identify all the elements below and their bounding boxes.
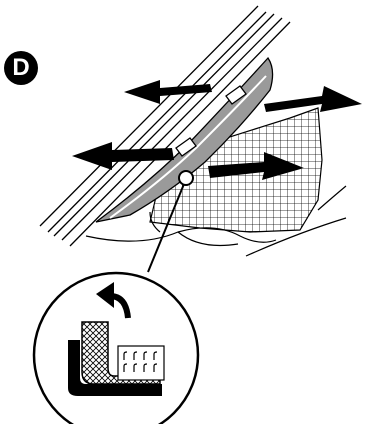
stretch-arrow-up-right xyxy=(264,86,362,112)
stretch-arrow-up-left xyxy=(124,80,212,104)
callout-point xyxy=(179,171,193,185)
